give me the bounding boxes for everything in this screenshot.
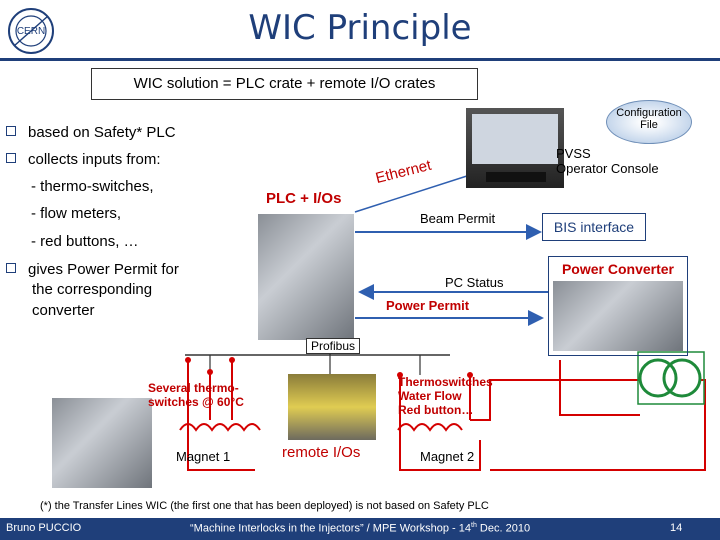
operator-console-photo: [466, 108, 564, 188]
bullet-text: the corresponding: [32, 281, 153, 298]
footer-talk-sup: th: [471, 522, 477, 529]
bullet-square-icon: [6, 153, 16, 163]
thermo-label-line: switches @ 60°C: [148, 395, 244, 409]
bullet-text: collects inputs from:: [28, 151, 161, 168]
magnet2-coil: [397, 423, 463, 432]
cern-logo: CERN: [8, 8, 54, 54]
config-label-line: File: [640, 119, 658, 131]
power-converter-label: Power Converter: [561, 261, 675, 277]
bis-interface-box: BIS interface: [542, 213, 646, 241]
thermo2-label-line: Thermoswitches: [398, 375, 493, 389]
pvss-label: PVSS Operator Console: [556, 146, 659, 176]
magnet2-wires: [399, 360, 706, 471]
power-converter-photo: [553, 281, 683, 351]
config-label-line: Configuration: [616, 107, 682, 119]
magnet1-coil: [179, 423, 261, 432]
several-thermo-label: Several thermo- switches @ 60°C: [148, 381, 244, 409]
footer-author: Bruno PUCCIO: [6, 522, 82, 534]
bullet-power-permit: gives Power Permit for: [6, 261, 179, 278]
pc-status-label: PC Status: [445, 275, 504, 290]
bullet-square-icon: [6, 126, 16, 136]
input-item: - flow meters,: [31, 205, 122, 222]
power-permit-label: Power Permit: [386, 298, 470, 313]
footer-bar: Bruno PUCCIO “Machine Interlocks in the …: [0, 518, 720, 540]
transformer-symbol: [638, 358, 702, 398]
thermo2-label: Thermoswitches Water Flow Red button…: [398, 375, 493, 417]
beam-permit-label: Beam Permit: [420, 211, 496, 226]
cern-logo-text: CERN: [17, 26, 45, 37]
configuration-file-node: Configuration File: [606, 100, 692, 144]
bullet-collects: collects inputs from:: [6, 151, 161, 168]
magnet1-wires: [187, 360, 255, 471]
bullet-text: based on Safety* PLC: [28, 124, 176, 141]
plc-crate-photo: [258, 214, 354, 340]
magnet1-photo: [52, 398, 152, 488]
pvss-label-line: PVSS: [556, 146, 591, 161]
footer-talk-text: “Machine Interlocks in the Injectors” / …: [190, 522, 472, 535]
slide-title: WIC Principle: [248, 8, 472, 48]
magnet1-label: Magnet 1: [176, 449, 231, 464]
title-divider: [0, 58, 720, 61]
profibus-label: Profibus: [306, 338, 361, 354]
footer-talk-end: Dec. 2010: [476, 522, 531, 535]
bullet-text: gives Power Permit for: [28, 261, 179, 278]
pvss-label-line: Operator Console: [556, 161, 659, 176]
solution-box: WIC solution = PLC crate + remote I/O cr…: [91, 68, 478, 100]
power-converter-box: Power Converter: [548, 256, 688, 356]
magnet2-label: Magnet 2: [420, 449, 475, 464]
remote-io-photo: [288, 374, 376, 440]
bullet-safety-plc: based on Safety* PLC: [6, 124, 176, 141]
bullet-text: converter: [32, 302, 95, 319]
page-number: 14: [670, 522, 683, 534]
input-item: - thermo-switches,: [31, 178, 154, 195]
thermo-label-line: Several thermo-: [148, 381, 239, 395]
thermo2-label-line: Water Flow: [398, 389, 462, 403]
remote-io-label: remote I/Os: [282, 444, 361, 461]
footnote: (*) the Transfer Lines WIC (the first on…: [40, 500, 489, 512]
plc-label: PLC + I/Os: [266, 190, 342, 207]
ethernet-line: [354, 174, 471, 213]
bullet-square-icon: [6, 263, 16, 273]
footer-talk: “Machine Interlocks in the Injectors” / …: [190, 522, 530, 535]
input-item: - red buttons, …: [31, 233, 139, 250]
thermo2-label-line: Red button…: [398, 403, 474, 417]
